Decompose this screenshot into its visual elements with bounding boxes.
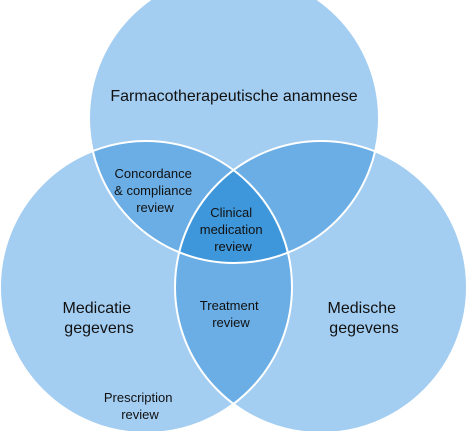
label-right-set: Medische gegevens [328,300,401,337]
label-prescription-line1: Prescription [104,390,173,405]
label-center-line2: medication [200,222,263,237]
label-left-set: Medicatie gegevens [63,300,136,337]
label-overlap-left-right-line2: review [212,315,250,330]
outline-top [88,0,380,264]
label-prescription: Prescription review [104,390,176,422]
label-left-set-line1: Medicatie [63,300,132,317]
label-prescription-line2: review [121,407,159,422]
label-right-set-line1: Medische [328,300,397,317]
label-overlap-top-left-line3: review [136,200,174,215]
outline-left [0,140,293,431]
label-right-set-line2: gegevens [329,320,398,337]
label-overlap-left-right: Treatment review [200,298,262,330]
label-top-set: Farmacotherapeutische anamnese [110,88,357,105]
label-center: Clinical medication review [200,205,267,254]
label-center-line1: Clinical [210,205,252,220]
label-overlap-top-left: Concordance & compliance review [114,166,196,215]
label-center-line3: review [214,239,252,254]
label-overlap-left-right-line1: Treatment [200,298,259,313]
label-overlap-top-left-line2: & compliance [114,183,192,198]
label-overlap-top-left-line1: Concordance [115,166,192,181]
label-left-set-line2: gegevens [64,320,133,337]
outline-right [174,140,466,431]
overlap-center [175,141,292,263]
